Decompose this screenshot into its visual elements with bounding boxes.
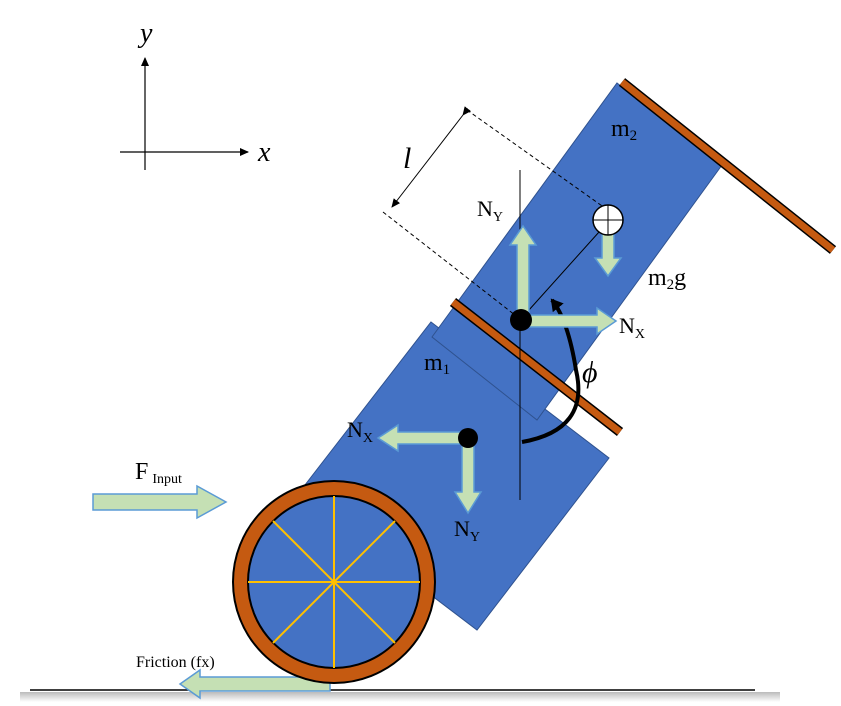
- normal-force-x-left-arrow: [376, 423, 467, 453]
- wheel-spokes: [248, 496, 420, 668]
- x-axis-label: x: [257, 137, 271, 168]
- friction-force-arrow: [178, 668, 331, 700]
- length-label: l: [403, 142, 411, 175]
- gravity-label: m2g: [648, 265, 686, 293]
- ny-top-label: NY: [477, 196, 503, 225]
- length-indicator: l: [382, 106, 613, 320]
- nx-top-label: NX: [619, 313, 645, 342]
- middle-rod: [450, 299, 623, 435]
- input-force-arrow: [92, 484, 228, 520]
- top-joint: [510, 309, 532, 331]
- normal-force-y-down-arrow: [453, 439, 483, 515]
- y-axis-label: y: [137, 18, 153, 49]
- angle-label: ϕ: [582, 356, 598, 389]
- pendulum-line: [519, 221, 609, 321]
- coordinate-axes: y x: [120, 18, 271, 170]
- wheel: [232, 480, 436, 684]
- mass-bottom-label: m1: [424, 350, 450, 378]
- ny-bottom-label: NY: [454, 516, 480, 545]
- lower-joint: [458, 428, 478, 448]
- ground-shadow: [20, 692, 780, 702]
- normal-force-x-right-arrow: [521, 306, 618, 336]
- length-dashed-bottom: [382, 211, 521, 320]
- nx-left-label: NX: [347, 417, 373, 446]
- mass-top-label: m2: [611, 116, 637, 144]
- top-rod: [619, 79, 836, 253]
- normal-force-y-up-arrow: [508, 224, 538, 321]
- friction-label: Friction (fx): [136, 654, 215, 671]
- length-dashed-top: [466, 109, 613, 214]
- length-arrow: [391, 106, 472, 208]
- center-of-mass-icon: [592, 204, 624, 236]
- gravity-force-arrow: [593, 229, 623, 278]
